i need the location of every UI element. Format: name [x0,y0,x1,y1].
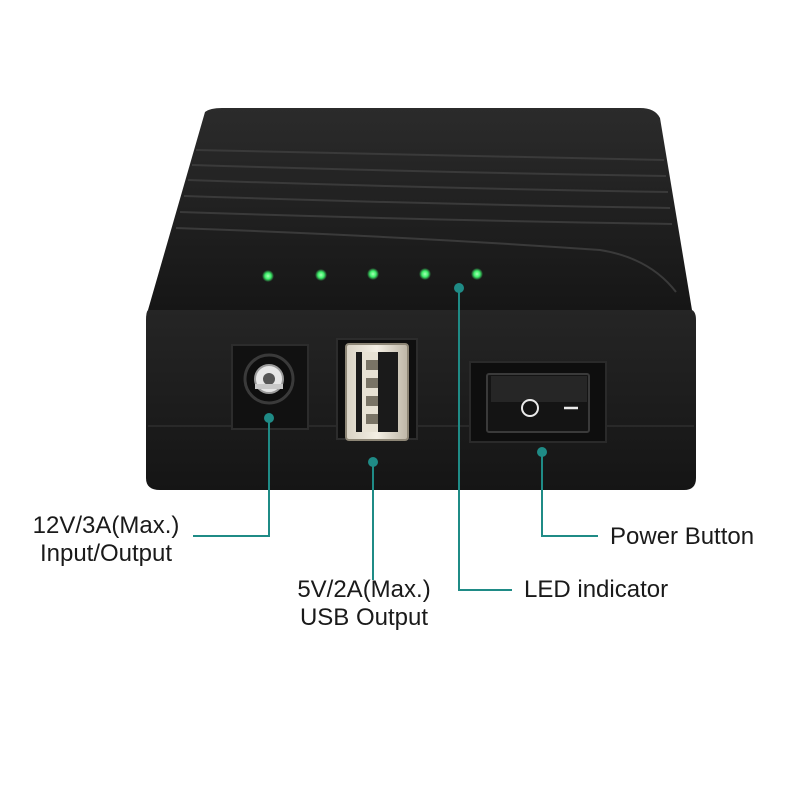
led-icon [419,268,431,280]
device-front-panel [146,310,696,490]
top-ridges [175,149,677,293]
led-icon [315,269,327,281]
power-button-label: Power Button [610,523,755,550]
led-indicators [262,268,483,282]
usb-port-label-line1: 5V/2A(Max.) [297,576,431,603]
dc-port-label: 12V/3A(Max.) Input/Output [16,512,196,568]
led-indicator-label: LED indicator [524,576,669,603]
callout-lines [193,288,598,591]
callout-dots [264,283,547,467]
led-icon [262,270,274,282]
dc-port-label-line1: 12V/3A(Max.) [32,512,180,539]
led-icon [471,268,483,280]
usb-port-label: 5V/2A(Max.) USB Output [258,576,470,632]
device-top-surface [148,108,692,310]
led-icon [367,268,379,280]
usb-a-port-icon [336,338,418,441]
rocker-switch-icon [469,361,607,443]
dc-port-label-line2: Input/Output [39,540,173,567]
dc-jack-icon [231,344,309,430]
usb-port-label-line2: USB Output [299,604,429,631]
